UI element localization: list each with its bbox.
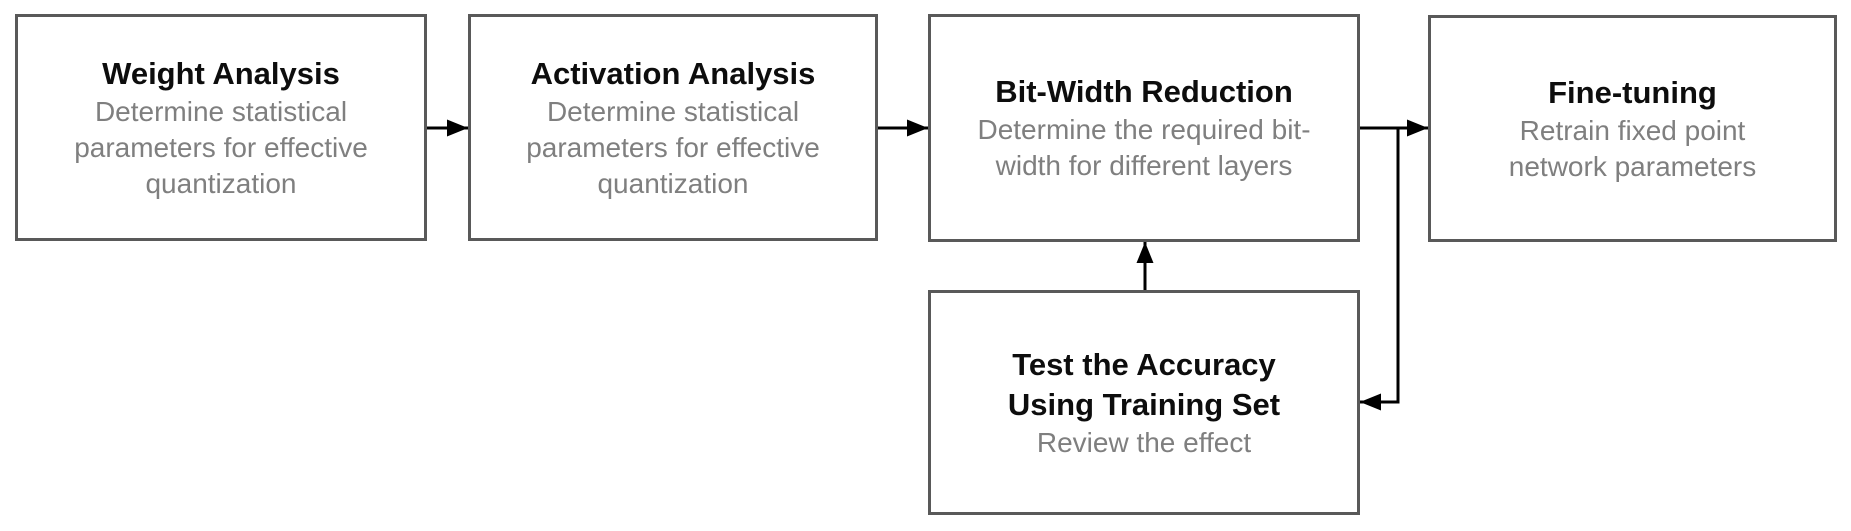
- step-title-fine-tuning: Fine-tuning: [1548, 74, 1717, 110]
- step-box-weight-analysis: Weight Analysis Determine statistical pa…: [15, 14, 427, 241]
- step-box-activation-analysis: Activation Analysis Determine statistica…: [468, 14, 878, 241]
- step-title-bitwidth-reduction: Bit-Width Reduction: [995, 74, 1293, 109]
- step-subtitle-fine-tuning: Retrain fixed point network parameters: [1508, 114, 1757, 182]
- step-subtitle-bitwidth-reduction: Determine the required bit-width for dif…: [977, 114, 1311, 181]
- step-subtitle-weight-analysis: Determine statistical parameters for eff…: [74, 95, 368, 199]
- step-subtitle-test-accuracy: Review the effect: [1036, 426, 1252, 458]
- step-title-weight-analysis: Weight Analysis: [102, 55, 340, 91]
- step-box-fine-tuning: Fine-tuning Retrain fixed point network …: [1428, 15, 1837, 242]
- step-title-activation-analysis: Activation Analysis: [530, 55, 816, 91]
- step-subtitle-activation-analysis: Determine statistical parameters for eff…: [526, 95, 820, 199]
- step-title-test-accuracy: Test the Accuracy Using Training Set: [1007, 346, 1281, 422]
- step-box-test-accuracy: Test the Accuracy Using Training Set Rev…: [928, 290, 1360, 515]
- step-box-bitwidth-reduction: Bit-Width Reduction Determine the requir…: [928, 14, 1360, 242]
- arrow-branch-to-test-accuracy: [1360, 128, 1400, 411]
